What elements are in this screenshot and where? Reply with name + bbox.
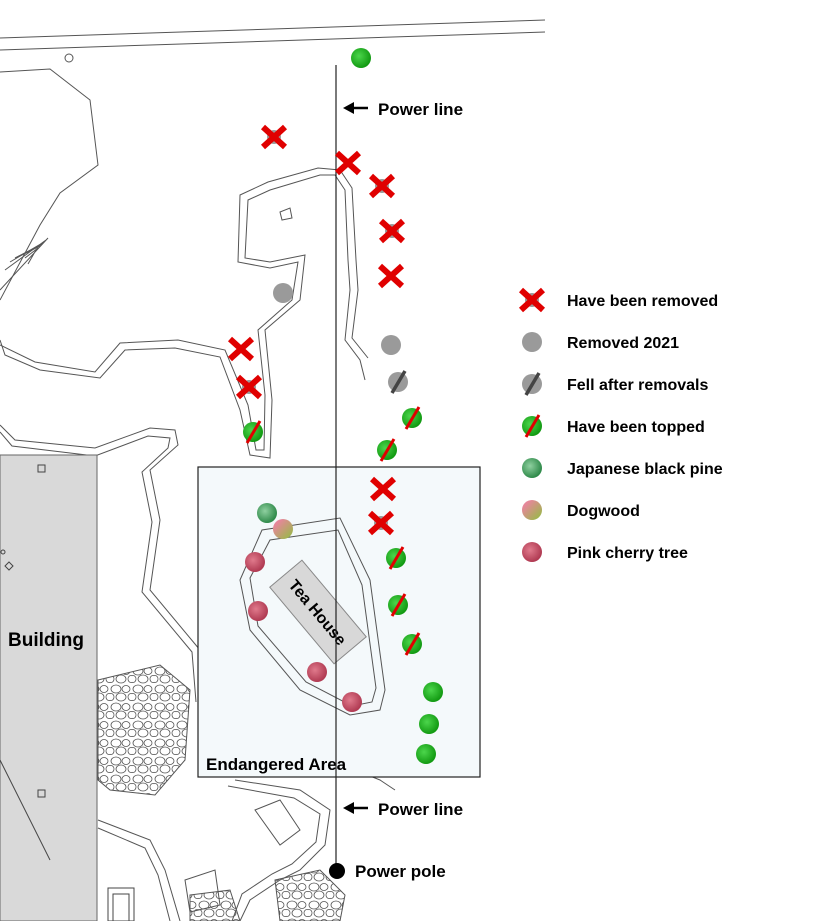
tree-removed xyxy=(230,339,252,359)
svg-text:Pink cherry tree: Pink cherry tree xyxy=(567,545,688,562)
svg-text:Fell after removals: Fell after removals xyxy=(567,377,709,394)
legend-item-black-pine: Japanese black pine xyxy=(522,458,723,478)
tree-cherry xyxy=(245,552,265,572)
svg-text:Have been removed: Have been removed xyxy=(567,293,718,310)
building: Building xyxy=(0,454,135,921)
power-line: Power line Power line Power pole xyxy=(329,65,463,881)
tree-topped xyxy=(388,593,408,617)
svg-text:Have been topped: Have been topped xyxy=(567,419,705,436)
tree-removed-2021 xyxy=(381,335,401,355)
tree-topped xyxy=(243,420,263,444)
tree-removed xyxy=(380,266,402,286)
legend-item-fell: Fell after removals xyxy=(522,372,709,396)
tree-removed xyxy=(337,153,359,173)
power-line-arrow-top xyxy=(343,102,368,114)
building-label: Building xyxy=(8,630,84,651)
tea-house xyxy=(269,559,367,665)
trees xyxy=(230,48,443,764)
tree-cherry xyxy=(342,692,362,712)
tree-removed xyxy=(371,176,393,196)
legend: Have been removed Removed 2021 Fell afte… xyxy=(521,290,723,562)
tree-removed-2021 xyxy=(273,283,293,303)
legend-item-dogwood: Dogwood xyxy=(522,500,640,520)
tree-topped xyxy=(402,406,422,430)
svg-text:Removed 2021: Removed 2021 xyxy=(567,335,679,352)
power-line-arrow-bottom xyxy=(343,802,368,814)
tree-fell xyxy=(388,370,408,394)
tree-removed xyxy=(263,127,285,147)
tree-cherry xyxy=(248,601,268,621)
power-pole-label: Power pole xyxy=(355,862,446,881)
tree-removed xyxy=(370,513,392,533)
power-line-label-bottom: Power line xyxy=(378,800,463,819)
power-line-label-top: Power line xyxy=(378,100,463,119)
legend-item-removed-2021: Removed 2021 xyxy=(522,332,679,352)
tree-topped xyxy=(386,546,406,570)
endangered-area: Tea House Endangered Area xyxy=(197,466,481,778)
endangered-area-label: Endangered Area xyxy=(206,755,347,774)
tree-green xyxy=(423,682,443,702)
legend-item-removed: Have been removed xyxy=(521,290,718,310)
legend-item-cherry: Pink cherry tree xyxy=(522,542,688,562)
tree-green xyxy=(419,714,439,734)
tree-black-pine xyxy=(257,503,277,523)
tree-removed xyxy=(238,377,260,397)
tree-removed xyxy=(381,221,403,241)
tree-dogwood xyxy=(273,519,293,539)
tree-topped xyxy=(402,632,422,656)
tree-topped xyxy=(377,438,397,462)
power-pole xyxy=(329,863,345,879)
tree-green xyxy=(351,48,371,68)
tree-green xyxy=(416,744,436,764)
svg-text:Japanese black pine: Japanese black pine xyxy=(567,461,723,478)
legend-item-topped: Have been topped xyxy=(522,414,705,438)
stone-paving xyxy=(97,664,346,921)
tree-cherry xyxy=(307,662,327,682)
svg-text:Dogwood: Dogwood xyxy=(567,503,640,520)
